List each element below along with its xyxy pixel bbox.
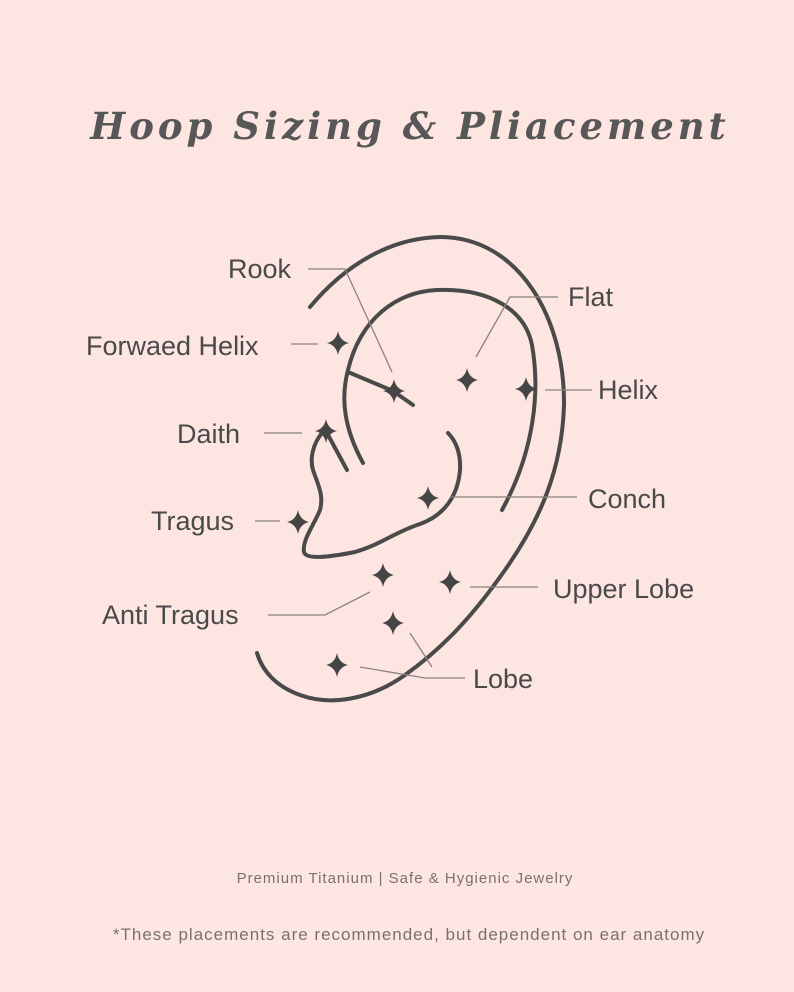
concha-tragus-outline [301,431,463,559]
label-tragus: Tragus [151,506,235,536]
tagline: Premium Titanium | Safe & Hygienic Jewel… [236,870,574,887]
flat-piercing-marker-icon [456,368,478,392]
lobe-leader-line [359,666,465,679]
label-helix: Helix [598,375,659,405]
anti-tragus-piercing-marker-icon [372,563,394,587]
lobe-piercing-marker-icon [326,653,348,677]
label-upper-lobe: Upper Lobe [553,574,695,604]
conch-piercing-marker-icon [417,486,439,510]
label-rook: Rook [228,254,292,284]
helix-piercing-marker-icon [515,377,537,401]
disclaimer: *These placements are recommended, but d… [112,925,706,944]
label-lobe: Lobe [473,664,534,694]
crus-line [346,370,415,407]
upper-lobe-piercing-marker-icon [439,570,461,594]
flat-leader-line [475,296,558,358]
forward-helix-piercing-marker-icon [327,331,349,355]
rook-leader-line [308,268,393,373]
outer-helix-outline [255,235,567,703]
lobe-upper-piercing-marker-icon [382,611,404,635]
label-flat: Flat [568,282,614,312]
inner-antihelix-outline [342,287,538,512]
daith-piercing-marker-icon [315,419,337,443]
label-conch: Conch [588,484,667,514]
tragus-piercing-marker-icon [287,510,309,534]
daith-line [325,431,349,472]
page-title: Hoop Sizing & Pliacement [90,104,730,148]
anti-tragus-leader-line [268,591,371,616]
lobe-upper-leader-line [409,632,433,668]
label-daith: Daith [177,419,241,449]
label-anti-tragus: Anti Tragus [102,600,239,630]
rook-piercing-marker-icon [383,379,405,403]
label-forward-helix: Forwaed Helix [86,331,259,361]
